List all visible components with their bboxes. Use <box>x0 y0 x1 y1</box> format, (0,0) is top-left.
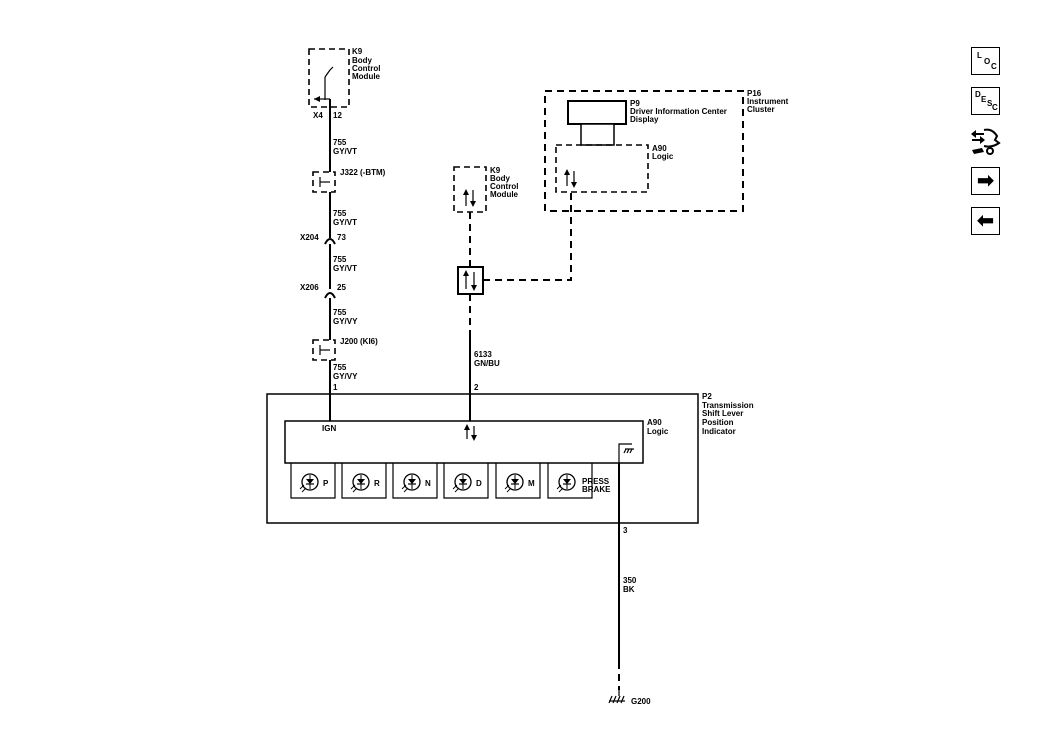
lamp-m: M <box>495 463 541 499</box>
pin-x206-25: 25 <box>337 283 346 292</box>
k9-mid-name-3: Module <box>490 190 519 199</box>
p2-pin-3: 3 <box>623 526 628 535</box>
p2-name-3: Position <box>702 418 734 427</box>
k9-top-module[interactable]: K9 Body Control Module <box>308 47 381 108</box>
desc-letter-s: S <box>987 99 993 108</box>
connector-x206: X206 <box>300 283 319 292</box>
location-button[interactable]: L O C <box>971 47 1000 75</box>
next-button[interactable]: ➡ <box>971 167 1000 195</box>
press-label: PRESS <box>582 477 610 486</box>
a90-p2-name: Logic <box>647 427 669 436</box>
p16-name-2: Cluster <box>747 105 775 114</box>
g200-label: G200 <box>631 697 651 706</box>
connector-x4: X4 <box>313 111 323 120</box>
serial-data-hub[interactable] <box>457 266 484 295</box>
lamp-label-d: D <box>476 479 482 488</box>
arrow-right-icon: ➡ <box>977 170 994 192</box>
brake-label: BRAKE <box>582 485 611 494</box>
wire-label-color-2: GY/VT <box>333 218 357 227</box>
splice-j322[interactable]: J322 (-BTM) <box>312 168 386 193</box>
lamp-p: P <box>290 463 336 499</box>
p2-pin-2: 2 <box>474 383 479 392</box>
k9-mid-name-2: Control <box>490 182 518 191</box>
p9-name-2: Display <box>630 115 659 124</box>
p2-name-4: Indicator <box>702 427 736 436</box>
k9-top-name-2: Control <box>352 64 380 73</box>
connector-x204: X204 <box>300 233 319 242</box>
wire-label-color-6: GN/BU <box>474 359 500 368</box>
p9-ref: P9 <box>630 99 640 108</box>
wire-label-circuit-6: 6133 <box>474 350 492 359</box>
wire-label-circuit-3: 755 <box>333 255 347 264</box>
serial-data-dashed-to-cluster <box>483 192 572 281</box>
loc-letter-c: C <box>991 62 997 71</box>
tool-connector-icon[interactable] <box>968 124 1002 158</box>
k9-mid-name-1: Body <box>490 174 511 183</box>
j322-label: J322 (-BTM) <box>340 168 386 177</box>
desc-letter-e: E <box>981 95 987 104</box>
splice-j200[interactable]: J200 (KI6) <box>312 337 378 361</box>
lamp-label-r: R <box>374 479 380 488</box>
desc-letter-c: C <box>992 103 998 112</box>
p2-ref: P2 <box>702 392 712 401</box>
k9-top-name-1: Body <box>352 56 373 65</box>
p9-name-1: Driver Information Center <box>630 107 727 116</box>
p9-display[interactable]: P9 Driver Information Center Display <box>567 99 727 146</box>
wire-label-color-3: GY/VT <box>333 264 357 273</box>
wire-label-circuit-4: 755 <box>333 308 347 317</box>
a90-cluster-name: Logic <box>652 152 674 161</box>
wire-755-left[interactable] <box>324 99 336 421</box>
a90-p2-logic[interactable]: IGN A90 Logic <box>284 418 669 464</box>
wire-label-color-4: GY/VY <box>333 317 358 326</box>
p16-instrument-cluster[interactable]: P16 Instrument Cluster <box>544 89 789 212</box>
wire-label-color-7: BK <box>623 585 635 594</box>
a90-cluster-logic[interactable]: A90 Logic <box>555 144 674 193</box>
wire-label-circuit-7: 350 <box>623 576 637 585</box>
wire-label-color-5: GY/VY <box>333 372 358 381</box>
ground-g200[interactable]: G200 <box>608 690 651 706</box>
ign-label: IGN <box>322 424 336 433</box>
lamp-r: R <box>341 463 387 499</box>
arrow-left-icon: ⬅ <box>977 210 994 232</box>
loc-letter-l: L <box>977 51 982 60</box>
p2-name-2: Shift Lever <box>702 409 743 418</box>
a90-p2-ref: A90 <box>647 418 662 427</box>
k9-top-name-3: Module <box>352 72 381 81</box>
k9-mid-module[interactable]: K9 Body Control Module <box>453 166 519 213</box>
lamp-n: N <box>392 463 438 499</box>
lamp-d: D <box>443 463 489 499</box>
p2-shift-indicator[interactable]: P2 Transmission Shift Lever Position Ind… <box>266 392 754 524</box>
p2-name-1: Transmission <box>702 401 754 410</box>
description-button[interactable]: D E S C <box>971 87 1000 115</box>
a90-cluster-ref: A90 <box>652 144 667 153</box>
p16-ref: P16 <box>747 89 762 98</box>
k9-mid-ref: K9 <box>490 166 501 175</box>
p2-pin-1: 1 <box>333 383 338 392</box>
k9-top-ref: K9 <box>352 47 363 56</box>
wire-label-circuit-5: 755 <box>333 363 347 372</box>
pin-x4-12: 12 <box>333 111 342 120</box>
desc-letter-d: D <box>975 90 981 99</box>
lamp-label-m: M <box>528 479 535 488</box>
loc-letter-o: O <box>984 57 991 66</box>
lamp-label-p: P <box>323 479 329 488</box>
previous-button[interactable]: ⬅ <box>971 207 1000 235</box>
lamp-label-n: N <box>425 479 431 488</box>
wire-label-color-1: GY/VT <box>333 147 357 156</box>
j200-label: J200 (KI6) <box>340 337 378 346</box>
p16-name-1: Instrument <box>747 97 789 106</box>
wire-label-circuit-2: 755 <box>333 209 347 218</box>
wire-label-circuit-1: 755 <box>333 138 347 147</box>
pin-x204-73: 73 <box>337 233 346 242</box>
